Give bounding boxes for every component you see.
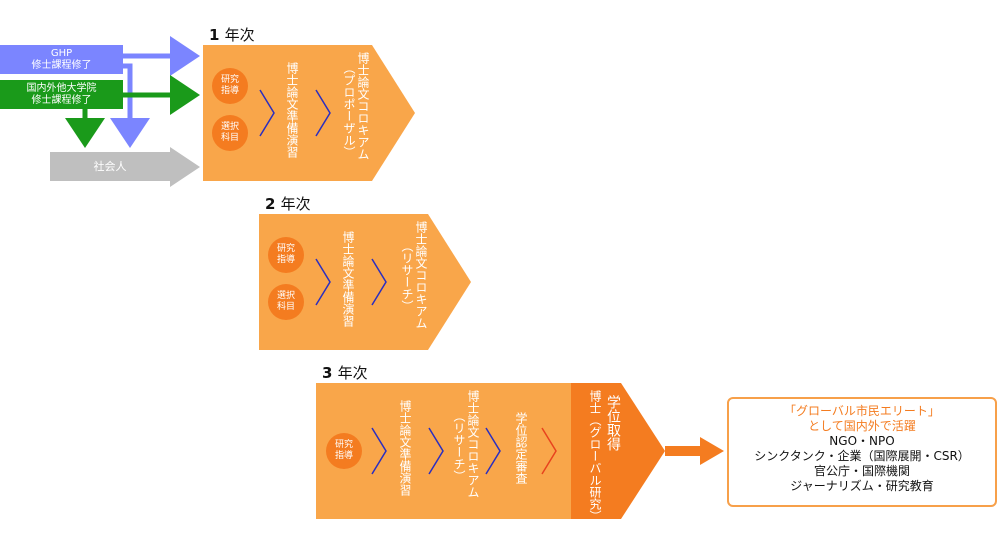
- ghp-down-arrow: [110, 63, 150, 148]
- y3-research-guidance-circle: 研究 指導: [326, 433, 362, 469]
- y2-prep-seminar: 博士論文準備演習: [341, 231, 355, 327]
- y3-colloquium: 博士論文コロキアム: [466, 390, 480, 498]
- y1-c2-line1: 選択: [220, 122, 239, 132]
- degree-panel: [571, 383, 665, 519]
- y2-research: （リサーチ）: [400, 240, 414, 312]
- career-outcome-box: 「グローバル市民エリート」 として国内外で活躍 NGO・NPO シンクタンク・企…: [727, 397, 997, 507]
- other-line-1: 国内外他大学院: [26, 82, 97, 94]
- year1-label: 1 年次: [209, 24, 255, 45]
- y1-prep-seminar: 博士論文準備演習: [285, 62, 299, 158]
- other-line-2: 修士課程修了: [31, 94, 92, 106]
- y1-elective-circle: 選択 科目: [212, 115, 248, 151]
- y3-c1-line1: 研究: [334, 440, 353, 450]
- y1-chevron-2: [315, 89, 331, 137]
- ghp-line-2: 修士課程修了: [31, 59, 92, 71]
- y2-colloquium: 博士論文コロキアム: [414, 221, 428, 329]
- career-item: シンクタンク・企業（国際展開・CSR）: [754, 449, 970, 463]
- y3-chevron-1: [371, 427, 387, 475]
- working-adult-box: 社会人: [50, 152, 170, 181]
- degree-acquisition: 学位取得: [605, 395, 621, 451]
- year2-number: 2: [265, 195, 276, 213]
- year3-number: 3: [322, 364, 333, 382]
- career-item: ジャーナリズム・研究教育: [790, 479, 934, 493]
- career-item: 官公庁・国際機関: [813, 464, 910, 478]
- year2-suffix: 年次: [280, 195, 311, 213]
- year1-panel: [203, 45, 415, 181]
- y2-c1-line1: 研究: [276, 244, 295, 254]
- degree-title: 博士（グローバル研究）: [588, 390, 602, 522]
- other-univ-graduate-box: 国内外他大学院 修士課程修了: [0, 80, 123, 109]
- y2-elective-circle: 選択 科目: [268, 284, 304, 320]
- year1-suffix: 年次: [224, 26, 255, 44]
- y1-c2-line2: 科目: [220, 133, 239, 143]
- year3-label: 3 年次: [322, 362, 368, 383]
- y2-research-guidance-circle: 研究 指導: [268, 237, 304, 273]
- outcome-subheadline: として国内外で活躍: [808, 419, 916, 433]
- y3-c1-line2: 指導: [334, 451, 353, 461]
- year2-panel: [259, 214, 471, 350]
- y3-degree-review: 学位認定審査: [514, 412, 528, 484]
- worker-label: 社会人: [93, 159, 127, 173]
- y3-research: （リサーチ）: [452, 410, 466, 482]
- y3-prep-seminar: 博士論文準備演習: [398, 400, 412, 496]
- y1-chevron-1: [259, 89, 275, 137]
- y2-c2-line1: 選択: [276, 291, 295, 301]
- career-item: NGO・NPO: [829, 434, 895, 448]
- outcome-headline: 「グローバル市民エリート」: [784, 404, 940, 418]
- y3-chevron-4: [541, 427, 557, 475]
- year1-number: 1: [209, 26, 220, 44]
- y2-c1-line2: 指導: [276, 255, 295, 265]
- ghp-graduate-box: GHP 修士課程修了: [0, 45, 123, 74]
- y1-proposal: （プロポーザル）: [342, 62, 356, 158]
- year3-suffix: 年次: [337, 364, 368, 382]
- y1-c1-line1: 研究: [220, 75, 239, 85]
- year2-label: 2 年次: [265, 193, 311, 214]
- y2-chevron-2: [371, 258, 387, 306]
- y2-chevron-1: [315, 258, 331, 306]
- y3-chevron-2: [428, 427, 444, 475]
- ghp-line-1: GHP: [50, 47, 73, 59]
- y3-chevron-3: [485, 427, 501, 475]
- result-arrow: [665, 437, 724, 465]
- y1-research-guidance-circle: 研究 指導: [212, 68, 248, 104]
- y1-c1-line2: 指導: [220, 86, 239, 96]
- y1-colloquium: 博士論文コロキアム: [356, 52, 370, 160]
- y2-c2-line2: 科目: [276, 302, 295, 312]
